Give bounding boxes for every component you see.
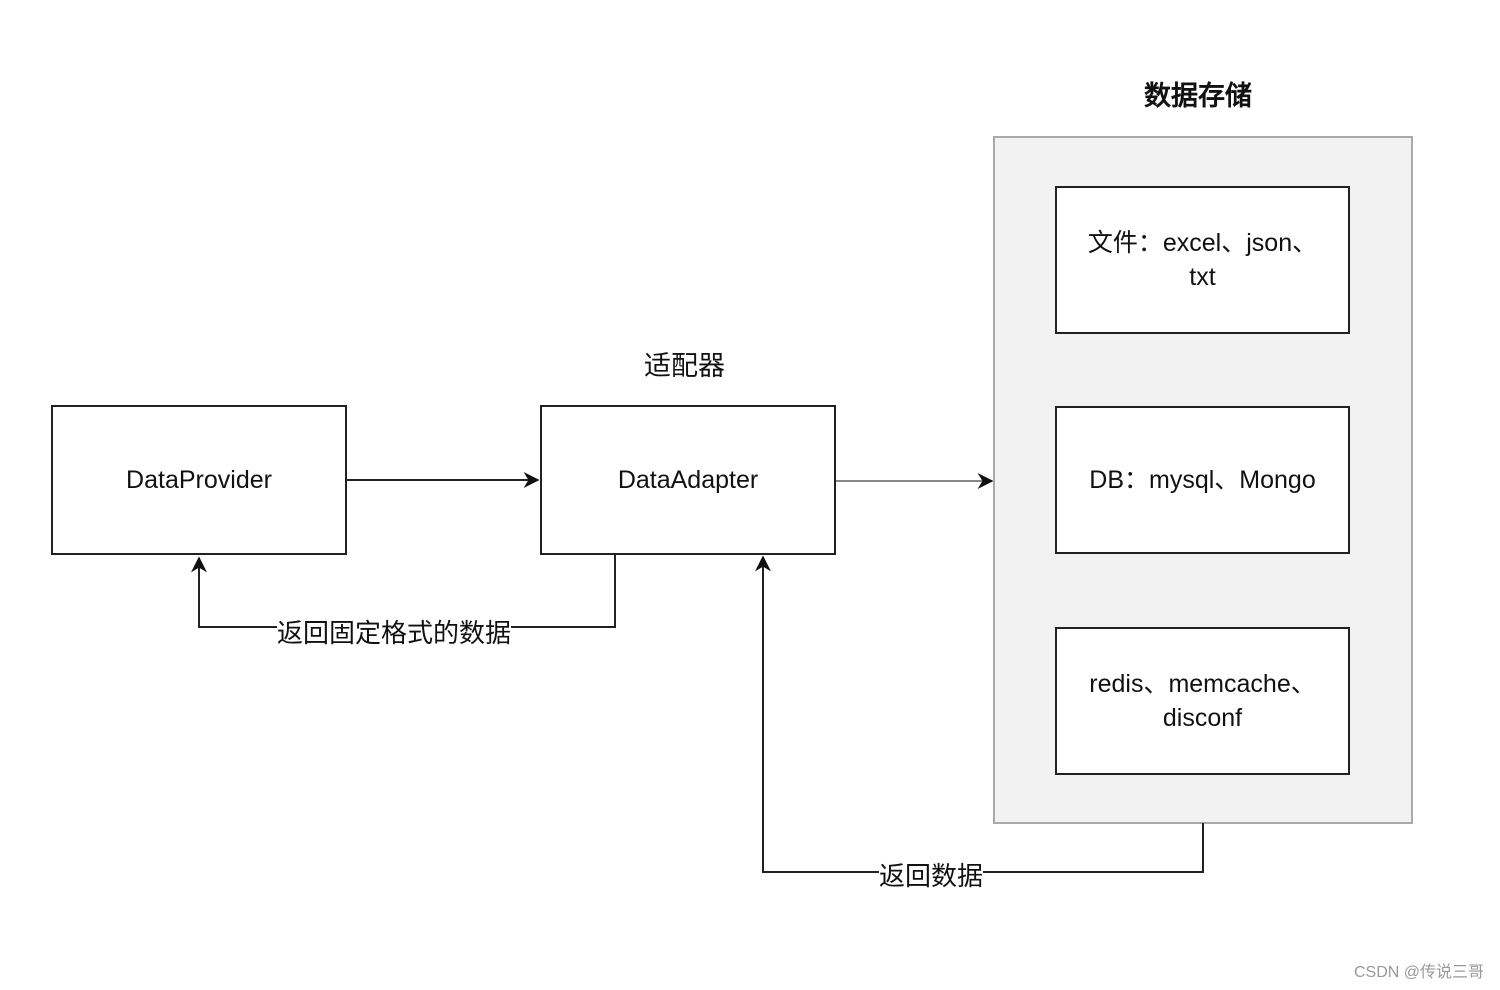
data-adapter-box[interactable]: DataAdapter	[540, 405, 836, 555]
storage-item-file[interactable]: 文件：excel、json、 txt	[1055, 186, 1350, 334]
storage-item-line2: disconf	[1162, 704, 1243, 732]
watermark: CSDN @传说三哥	[1353, 964, 1484, 981]
storage-item-line1: redis、memcache、	[1089, 670, 1316, 698]
storage-item-cache[interactable]: redis、memcache、 disconf	[1055, 627, 1350, 775]
edge-label-return-data: 返回数据	[879, 856, 984, 893]
storage-item-line1: 文件：excel、json、	[1087, 229, 1318, 257]
storage-title: 数据存储	[1144, 81, 1252, 111]
storage-item-line1: DB：mysql、Mongo	[1089, 466, 1316, 494]
adapter-title: 适配器	[644, 351, 725, 381]
edge-label-return-fixed: 返回固定格式的数据	[277, 613, 512, 650]
data-adapter-label: DataAdapter	[617, 466, 759, 494]
data-provider-box[interactable]: DataProvider	[51, 405, 347, 555]
storage-item-db[interactable]: DB：mysql、Mongo	[1055, 406, 1350, 554]
data-provider-label: DataProvider	[126, 466, 272, 494]
storage-item-line2: txt	[1189, 263, 1216, 291]
